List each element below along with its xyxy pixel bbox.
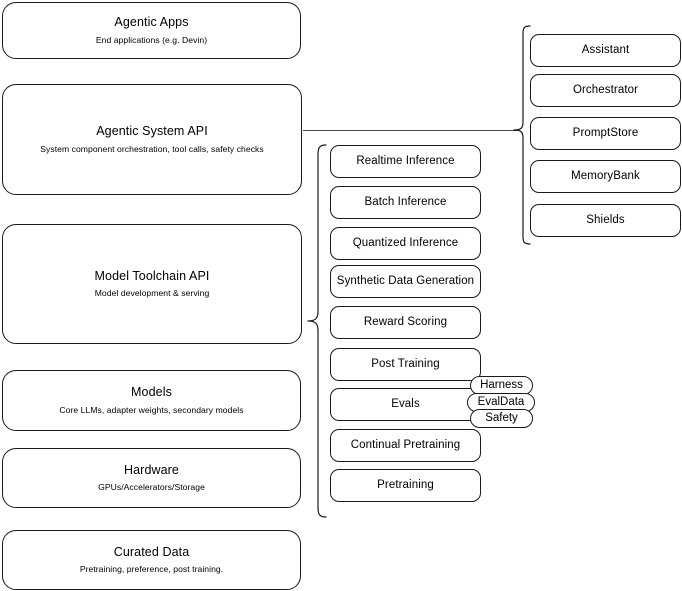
capability-label: Quantized Inference: [352, 237, 459, 250]
system-component-label: MemoryBank: [571, 170, 640, 183]
layer-subtitle: Pretraining, preference, post training.: [79, 564, 224, 575]
layer-subtitle: End applications (e.g. Devin): [95, 34, 208, 45]
capability-label: Batch Inference: [364, 196, 447, 209]
eval-subcomponent-safety[interactable]: Safety: [470, 409, 533, 428]
capability-quantized-inference[interactable]: Quantized Inference: [330, 227, 481, 260]
layer-title: Model Toolchain API: [94, 268, 210, 283]
layer-agentic-system-api[interactable]: Agentic System API System component orch…: [2, 84, 302, 195]
layer-models[interactable]: Models Core LLMs, adapter weights, secon…: [2, 370, 301, 431]
layer-agentic-apps[interactable]: Agentic Apps End applications (e.g. Devi…: [2, 2, 301, 59]
pill-label: Harness: [480, 378, 523, 391]
layer-subtitle: Core LLMs, adapter weights, secondary mo…: [59, 404, 244, 415]
system-component-shields[interactable]: Shields: [530, 204, 681, 237]
brace-toolchain-capabilities: [306, 143, 328, 521]
system-component-label: Shields: [586, 214, 625, 227]
capability-realtime-inference[interactable]: Realtime Inference: [330, 145, 481, 178]
capability-batch-inference[interactable]: Batch Inference: [330, 186, 481, 219]
layer-subtitle: GPUs/Accelerators/Storage: [98, 482, 205, 493]
capability-label: Synthetic Data Generation: [336, 275, 475, 288]
system-component-label: Assistant: [581, 44, 630, 57]
pill-label: EvalData: [477, 395, 525, 408]
layer-subtitle: System component orchestration, tool cal…: [40, 143, 264, 154]
layer-title: Agentic Apps: [114, 15, 189, 30]
capability-post-training[interactable]: Post Training: [330, 348, 481, 381]
capability-reward-scoring[interactable]: Reward Scoring: [330, 306, 481, 339]
system-component-assistant[interactable]: Assistant: [530, 34, 681, 67]
capability-synthetic-data-generation[interactable]: Synthetic Data Generation: [330, 265, 481, 298]
system-component-orchestrator[interactable]: Orchestrator: [530, 74, 681, 107]
layer-subtitle: Model development & serving: [94, 288, 210, 299]
layer-title: Agentic System API: [96, 124, 208, 139]
layer-title: Hardware: [124, 462, 179, 477]
connector-system-api-to-components: [303, 130, 518, 131]
capability-label: Reward Scoring: [363, 316, 448, 329]
layer-model-toolchain-api[interactable]: Model Toolchain API Model development & …: [2, 224, 302, 344]
system-component-promptstore[interactable]: PromptStore: [530, 117, 681, 150]
capability-label: Evals: [391, 398, 420, 411]
capability-label: Realtime Inference: [356, 155, 455, 168]
system-component-label: PromptStore: [572, 127, 639, 140]
capability-continual-pretraining[interactable]: Continual Pretraining: [330, 429, 481, 462]
pill-label: Safety: [485, 411, 518, 424]
system-component-memorybank[interactable]: MemoryBank: [530, 160, 681, 193]
capability-label: Post Training: [371, 358, 440, 371]
capability-evals[interactable]: Evals: [330, 388, 481, 421]
capability-label: Continual Pretraining: [350, 439, 461, 452]
layer-hardware[interactable]: Hardware GPUs/Accelerators/Storage: [2, 448, 301, 508]
layer-title: Curated Data: [113, 544, 190, 559]
brace-system-components: [512, 24, 532, 248]
system-component-label: Orchestrator: [572, 84, 639, 97]
capability-label: Pretraining: [377, 479, 434, 492]
layer-curated-data[interactable]: Curated Data Pretraining, preference, po…: [2, 530, 301, 590]
capability-pretraining[interactable]: Pretraining: [330, 469, 481, 502]
layer-title: Models: [131, 385, 172, 400]
